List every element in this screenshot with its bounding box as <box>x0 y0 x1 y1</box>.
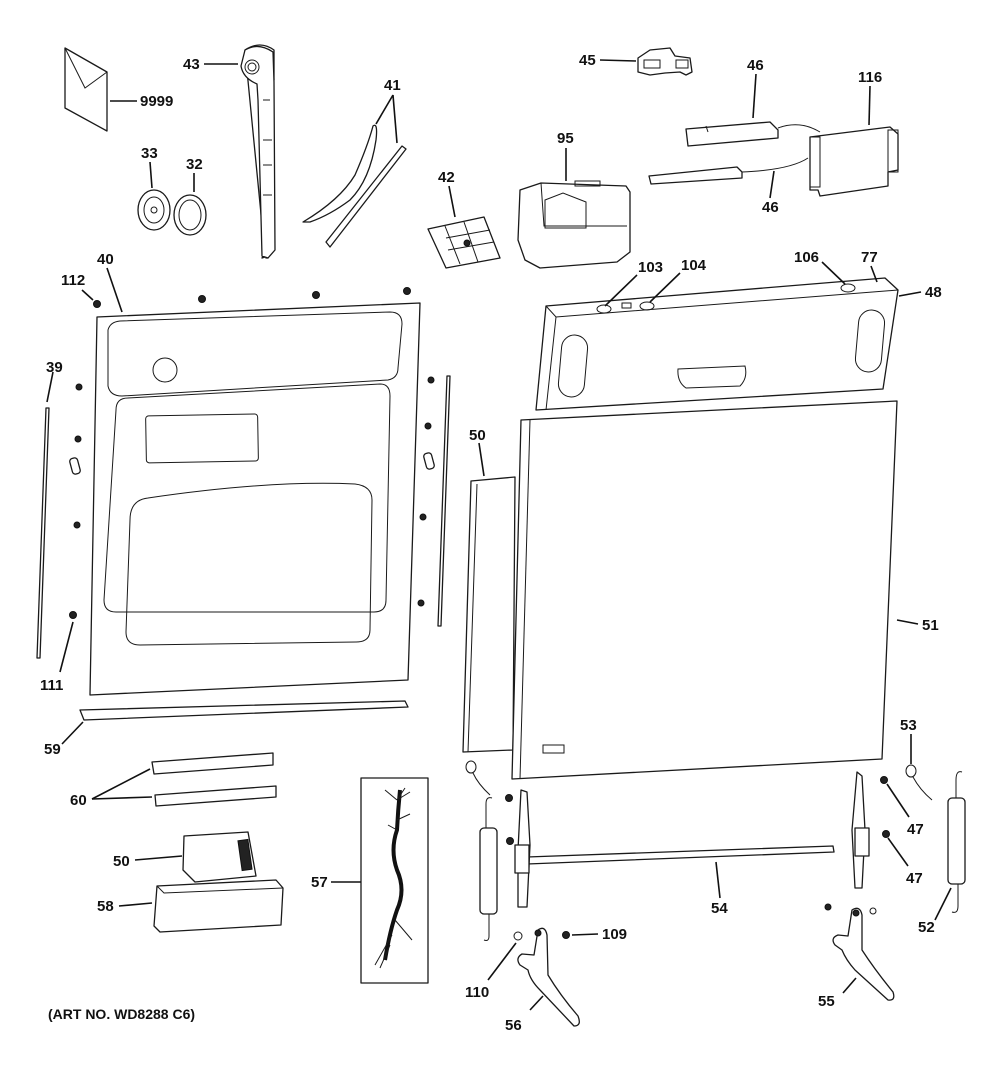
part-59-bottom-seal[interactable]: 59 <box>44 700 409 758</box>
part-58-cover-base[interactable]: 58 <box>97 879 284 933</box>
part-32-gasket[interactable]: 32 <box>173 156 207 236</box>
part-33-cap[interactable]: 33 <box>137 145 171 231</box>
callout-46a: 46 <box>747 57 764 74</box>
part-50-side-trim[interactable]: 50 <box>462 427 516 753</box>
part-56-hinge-arm-left[interactable]: 56 <box>505 927 580 1034</box>
part-104-button[interactable]: 104 <box>649 257 707 303</box>
callout-111: 111 <box>40 677 63 694</box>
callout-116: 116 <box>858 69 882 86</box>
callout-58: 58 <box>97 898 114 915</box>
part-111-screw[interactable]: 111 <box>40 611 77 695</box>
part-54-hinge-rod[interactable]: 54 <box>514 771 870 917</box>
part-51-outer-panel[interactable]: 51 <box>511 400 939 780</box>
callout-48: 48 <box>925 284 942 301</box>
part-52-spring[interactable]: 52 <box>479 771 966 941</box>
part-95-dispenser[interactable]: 95 <box>517 130 631 269</box>
callout-39: 39 <box>46 359 63 376</box>
callout-50a: 50 <box>469 427 486 444</box>
callout-45: 45 <box>579 52 596 69</box>
callout-52: 52 <box>918 919 935 936</box>
part-45-latch[interactable]: 45 <box>579 47 693 76</box>
part-40-inner-door[interactable]: 40 <box>89 251 421 696</box>
callout-110: 110 <box>465 984 489 1001</box>
callout-32: 32 <box>186 156 203 173</box>
callout-112: 112 <box>61 272 85 289</box>
callout-59: 59 <box>44 741 61 758</box>
callout-106: 106 <box>794 249 819 266</box>
part-47-screws[interactable]: 47 47 <box>505 776 924 888</box>
callout-60: 60 <box>70 792 87 809</box>
part-53-hook[interactable]: 53 <box>465 717 933 801</box>
callout-53: 53 <box>900 717 917 734</box>
wire-harness-upper <box>777 124 821 133</box>
callout-46b: 46 <box>762 199 779 216</box>
callout-50b: 50 <box>113 853 130 870</box>
part-48-control-panel[interactable]: 48 <box>535 277 942 411</box>
callout-54: 54 <box>711 900 728 917</box>
part-106-button[interactable]: 106 <box>794 249 846 285</box>
part-116-control-board[interactable]: 116 <box>809 69 899 197</box>
callout-43: 43 <box>183 56 200 73</box>
part-9999-literature[interactable]: 9999 <box>64 47 173 132</box>
part-46-switch-board-lower[interactable]: 46 <box>648 166 779 216</box>
side-screws <box>69 376 435 607</box>
part-50-vent-cover[interactable]: 50 <box>113 831 257 883</box>
callout-104: 104 <box>681 257 707 274</box>
part-110-washer[interactable]: 110 <box>465 931 523 1001</box>
callout-56: 56 <box>505 1017 522 1034</box>
callout-51: 51 <box>922 617 939 634</box>
callout-47a: 47 <box>907 821 924 838</box>
part-112-screws[interactable]: 112 <box>61 272 411 308</box>
callout-42: 42 <box>438 169 455 186</box>
art-number: (ART NO. WD8288 C6) <box>48 1006 196 1022</box>
callout-55: 55 <box>818 993 835 1010</box>
callout-109: 109 <box>602 926 627 943</box>
callout-9999: 9999 <box>140 93 173 110</box>
callout-41: 41 <box>384 77 401 94</box>
wire-harness-lower <box>741 157 809 173</box>
part-42-plate[interactable]: 42 <box>427 169 501 269</box>
part-46-switch-board-upper[interactable]: 46 <box>685 57 779 147</box>
callout-103: 103 <box>638 259 663 276</box>
part-60-brackets[interactable]: 60 <box>70 752 277 809</box>
hinge-fasteners <box>824 903 877 915</box>
part-55-hinge-arm-right[interactable]: 55 <box>818 907 895 1010</box>
callout-77: 77 <box>861 249 878 266</box>
callout-47b: 47 <box>906 870 923 887</box>
part-41-handle[interactable]: 41 <box>302 77 407 248</box>
callout-57: 57 <box>311 874 328 891</box>
part-43-vent-duct[interactable]: 43 <box>183 44 276 259</box>
callout-33: 33 <box>141 145 158 162</box>
callout-95: 95 <box>557 130 574 147</box>
part-39-seal-strip[interactable]: 39 <box>36 359 451 659</box>
part-109-screw[interactable]: 109 <box>562 926 628 943</box>
part-77-trim[interactable]: 77 <box>861 249 878 283</box>
callout-40: 40 <box>97 251 114 268</box>
part-57-wire-harness[interactable]: 57 <box>311 777 429 984</box>
part-103-button[interactable]: 103 <box>604 259 663 307</box>
